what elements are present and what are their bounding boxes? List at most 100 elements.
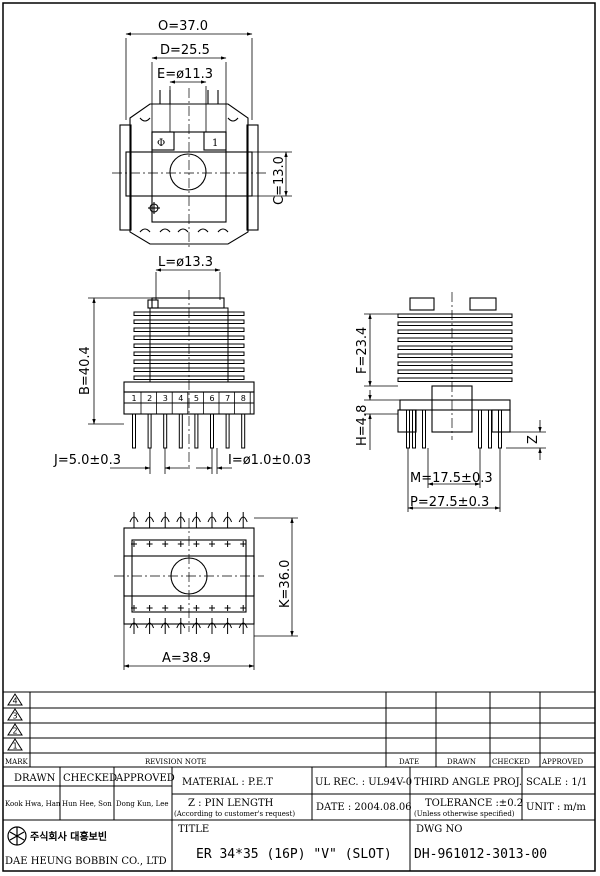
tb-drawn-name: Kook Hwa, Han <box>5 800 61 808</box>
pin-hole-mark <box>131 541 137 547</box>
fin <box>397 313 513 318</box>
revision-mark-icon <box>7 693 23 706</box>
pin-hole-mark <box>162 605 169 611</box>
dim-f: F=23.4 <box>355 327 370 374</box>
tb-material: MATERIAL : P.E.T <box>182 777 273 788</box>
dim-p: P=27.5±0.3 <box>410 495 489 510</box>
tb-checked-name: Hun Hee, Son <box>62 800 112 808</box>
rev-header-note: REVISION NOTE <box>145 758 207 766</box>
pin-hole-mark <box>193 605 200 611</box>
company-logo-icon <box>7 826 27 846</box>
dim-o: O=37.0 <box>158 19 208 34</box>
pin <box>498 409 502 449</box>
fin <box>133 343 245 348</box>
fin <box>397 377 513 382</box>
dim-l: L=ø13.3 <box>158 255 213 270</box>
pin1-symbol-top: Φ <box>157 138 165 149</box>
pin-number: 8 <box>241 394 246 403</box>
pin-hole-mark <box>162 541 169 547</box>
rev-header-checked: CHECKED <box>492 758 530 766</box>
revision-mark-number: 3 <box>13 712 18 721</box>
pin-number: 5 <box>194 394 199 403</box>
side-view-pins <box>406 409 502 449</box>
fin <box>133 327 245 332</box>
fin <box>133 351 245 356</box>
front-view-base <box>123 381 255 415</box>
tb-company-english: DAE HEUNG BOBBIN CO., LTD <box>5 856 167 867</box>
pin <box>412 409 416 449</box>
tb-checked-label: CHECKED <box>63 773 117 784</box>
dim-j: J=5.0±0.3 <box>53 453 121 468</box>
tb-date: DATE : 2004.08.06 <box>316 802 412 813</box>
rev-header-drawn: DRAWN <box>447 758 476 766</box>
revision-mark-icon <box>7 723 23 736</box>
tb-unit: UNIT : m/m <box>526 802 586 813</box>
fin <box>133 375 245 380</box>
dim-z: Z <box>526 435 541 444</box>
dim-e: E=ø11.3 <box>157 67 213 82</box>
pin-number: 3 <box>163 394 168 403</box>
tb-pin-length: Z : PIN LENGTH <box>188 798 274 809</box>
fin <box>133 359 245 364</box>
pin <box>241 413 246 449</box>
tb-approved-label: APPROVED <box>115 773 175 784</box>
dim-c: C=13.0 <box>272 156 287 205</box>
bottom-view <box>114 518 264 632</box>
pin-number: 6 <box>210 394 215 403</box>
pin-hole-mark <box>224 605 231 611</box>
tb-title-label: TITLE <box>178 824 209 835</box>
pin-hole-mark <box>146 541 153 547</box>
fin <box>397 321 513 326</box>
pin-hole-mark <box>240 541 247 547</box>
dim-m: M=17.5±0.3 <box>410 471 493 486</box>
rev-header-date: DATE <box>399 758 419 766</box>
pin-hole-mark <box>224 541 231 547</box>
pin-hole-mark <box>209 541 215 547</box>
pin <box>163 413 168 449</box>
pin <box>178 413 183 449</box>
tb-dwg-label: DWG NO <box>416 824 462 835</box>
revision-mark-number: 2 <box>13 727 18 736</box>
revision-marks: 4 3 2 1 <box>7 693 23 751</box>
fin <box>397 353 513 358</box>
pin <box>225 413 230 449</box>
tb-tolerance: TOLERANCE :±0.2 <box>425 798 523 809</box>
tb-approved-name: Dong Kun, Lee <box>116 800 169 808</box>
revision-mark-number: 1 <box>13 742 18 751</box>
tb-drawn-label: DRAWN <box>14 773 56 784</box>
tb-dwg-no: DH-961012-3013-00 <box>414 847 547 862</box>
fin <box>133 311 245 316</box>
fin <box>397 337 513 342</box>
rev-header-approved: APPROVED <box>541 758 584 766</box>
fin <box>397 361 513 366</box>
pin-number-top: 1 <box>212 138 218 149</box>
dim-a: A=38.9 <box>162 651 211 666</box>
pin-hole-mark <box>131 605 137 611</box>
tb-scale: SCALE : 1/1 <box>526 777 587 788</box>
pin-number: 2 <box>147 394 152 403</box>
dim-h: H=4.8 <box>355 405 370 446</box>
revision-mark-number: 4 <box>13 697 18 706</box>
bottom-view-pins <box>129 512 248 634</box>
dim-i: I=ø1.0±0.03 <box>228 453 311 468</box>
fin <box>397 345 513 350</box>
tb-ul-rec: UL REC. : UL94V-0 <box>315 777 412 788</box>
revision-mark-icon <box>7 738 23 751</box>
fin <box>133 335 245 340</box>
pin <box>210 413 214 449</box>
dim-b: B=40.4 <box>78 346 93 395</box>
tb-pin-length-note: (According to customer's request) <box>174 810 295 818</box>
pin-hole-mark <box>240 605 247 611</box>
dim-k: K=36.0 <box>278 560 293 608</box>
pin <box>132 413 136 449</box>
tb-projection: THIRD ANGLE PROJ. <box>414 777 522 788</box>
pin <box>422 409 426 449</box>
pin-hole-mark <box>193 541 200 547</box>
fin <box>397 369 513 374</box>
revision-mark-icon <box>7 708 23 721</box>
pin-hole-mark <box>177 605 184 611</box>
tb-tolerance-note: (Unless otherwise specified) <box>414 810 515 818</box>
